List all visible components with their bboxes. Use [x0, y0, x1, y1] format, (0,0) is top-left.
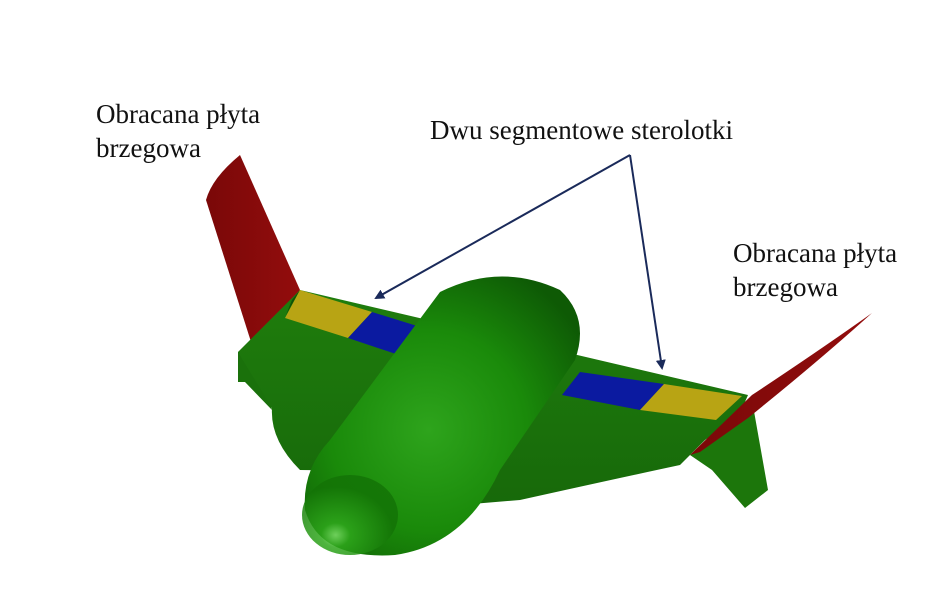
- left-elevon-outer: [285, 290, 372, 338]
- right-elevon-inner: [562, 372, 664, 410]
- label-right-endplate: Obracana płyta brzegowa: [733, 236, 897, 304]
- right-elevon-outer: [640, 384, 742, 420]
- right-endplate-lower: [690, 400, 768, 508]
- left-wing-edge: [286, 290, 300, 315]
- fuselage-nose: [302, 475, 398, 555]
- left-endplate: [206, 155, 300, 345]
- label-elevons: Dwu segmentowe sterolotki: [430, 115, 733, 145]
- label-left-endplate: Obracana płyta brzegowa: [96, 97, 260, 165]
- right-endplate: [690, 313, 872, 455]
- label-left-endplate-line1: Obracana płyta: [96, 99, 261, 129]
- label-right-endplate-line2: brzegowa: [733, 272, 838, 302]
- label-right-endplate-line1: Obracana płyta: [733, 238, 898, 268]
- arrow-to-right-elevon: [629, 154, 666, 370]
- arrow-to-left-elevon: [374, 154, 631, 299]
- label-left-endplate-line2: brzegowa: [96, 133, 201, 163]
